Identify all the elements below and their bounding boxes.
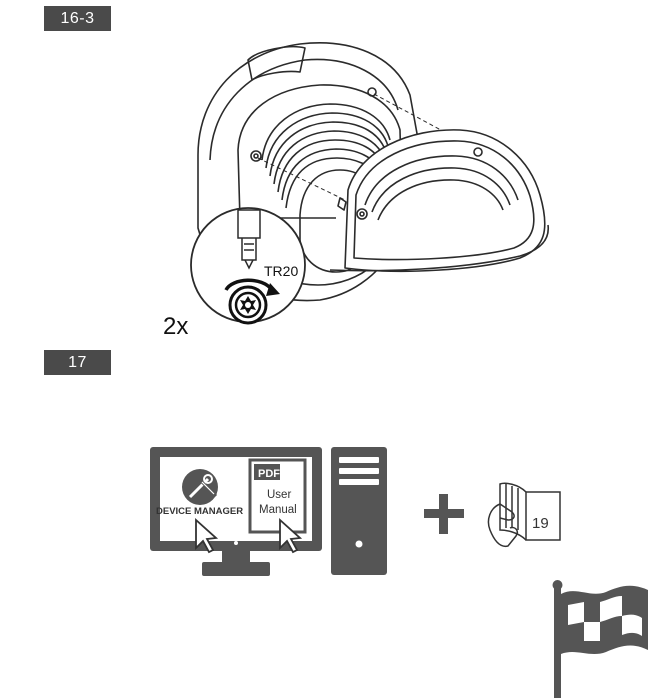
plus-icon <box>424 494 464 534</box>
torx-detail-callout: TR20 <box>190 207 336 325</box>
torx-size-label: TR20 <box>264 263 298 279</box>
cursor-arrow-icon <box>195 517 219 554</box>
wrench-screwdriver-icon <box>182 469 218 505</box>
screw-count-label: 2x <box>163 313 188 340</box>
hand-book-icon: 19 <box>487 482 561 548</box>
manual-title-line1: User <box>267 489 291 501</box>
step-number-badge: 16-3 <box>44 6 111 31</box>
device-manager-label: DEVICE MANAGER <box>156 506 243 517</box>
pdf-label: PDF <box>258 468 280 480</box>
computer-tower-icon <box>331 447 387 575</box>
step-number-badge: 17 <box>44 350 111 375</box>
page-number-label: 19 <box>532 515 549 532</box>
dome-camera-illustration <box>197 42 549 302</box>
finish-flag-icon <box>552 580 648 698</box>
torx-screw-icon <box>228 285 268 325</box>
user-manual-document: PDF User Manual <box>248 458 307 534</box>
manual-title-line2: Manual <box>259 504 297 516</box>
screwdriver-icon <box>237 209 261 270</box>
cursor-arrow-icon <box>279 517 303 554</box>
